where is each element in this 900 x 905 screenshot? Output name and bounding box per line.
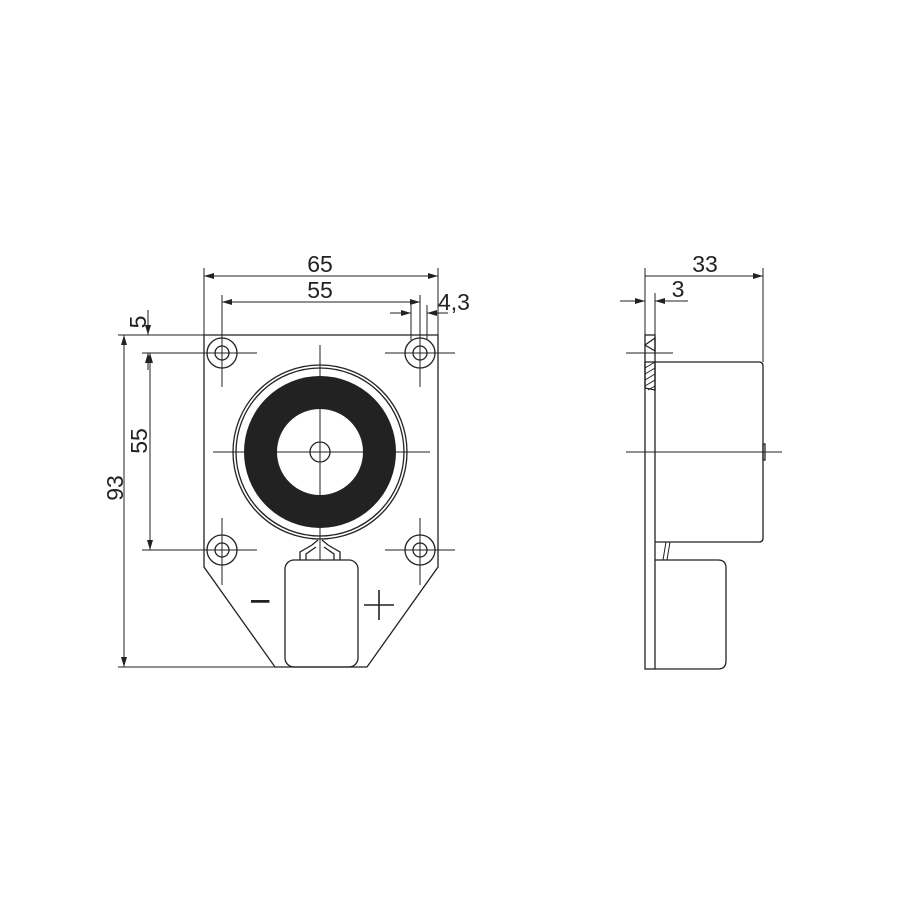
electromagnet: [213, 345, 430, 560]
cable-side: [662, 541, 671, 561]
positive-polarity-icon: [364, 590, 394, 620]
dim-overall-depth: 33: [692, 251, 718, 277]
front-view: − 65 55 4,3 93 55 5: [102, 251, 470, 668]
dim-plate-thickness: 3: [672, 276, 685, 302]
dim-overall-width: 65: [307, 251, 333, 277]
side-plate: [644, 334, 656, 670]
dim-hole-spacing-horizontal: 55: [307, 277, 333, 303]
dim-hole-spacing-vertical: 55: [126, 428, 152, 454]
side-dimensions: 33 3: [620, 251, 764, 362]
front-dimensions: 65 55 4,3 93 55 5: [102, 251, 470, 668]
dim-hole-diameter: 4,3: [438, 289, 470, 315]
connector-box: [284, 539, 359, 668]
dim-overall-height: 93: [102, 475, 128, 501]
dim-hole-offset-top: 5: [125, 316, 151, 329]
negative-polarity-label: −: [249, 581, 271, 623]
side-view: 33 3: [620, 251, 782, 670]
connector-box-side: [655, 559, 727, 670]
hole-section-hatch: [643, 336, 656, 391]
